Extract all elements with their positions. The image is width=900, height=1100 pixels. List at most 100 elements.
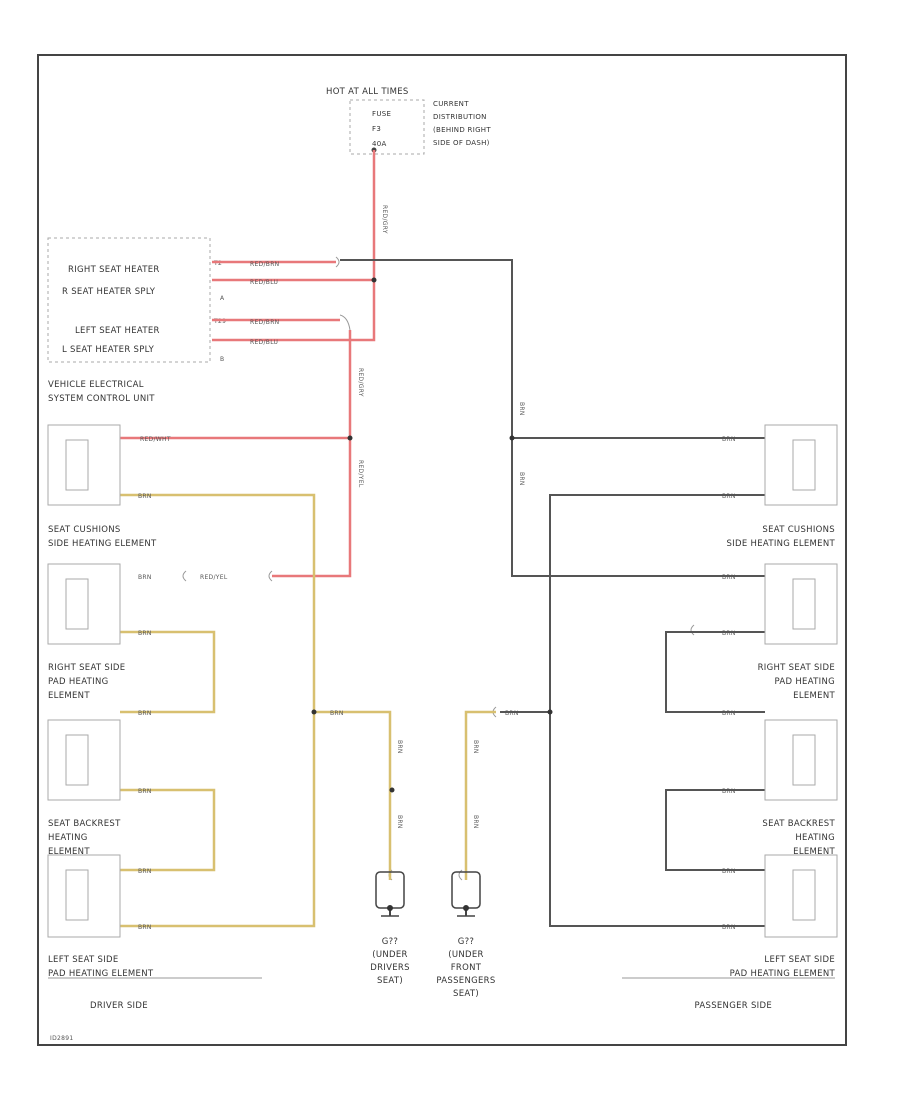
wire-label-fuse-feed: RED/GRY bbox=[381, 205, 388, 234]
wire-label-brn-6: BRN bbox=[138, 710, 152, 717]
fuse-location-line1: CURRENT bbox=[433, 100, 469, 108]
control-unit: RIGHT SEAT HEATER R SEAT HEATER SPLY LEF… bbox=[47, 237, 226, 404]
fuse-box: HOT AT ALL TIMES FUSE F3 40A CURRENT DIS… bbox=[326, 87, 491, 155]
wire-label-brn-14: BRN bbox=[472, 740, 479, 754]
wire-label-pin-a: RED/BLU bbox=[250, 279, 278, 286]
passenger-heating-element-left-side bbox=[764, 854, 838, 938]
passenger-ground-line5: SEAT) bbox=[453, 989, 479, 999]
driver-backrest-caption-line1: SEAT BACKREST bbox=[48, 819, 121, 829]
pin-id-a: A bbox=[220, 295, 225, 302]
driver-side-label: DRIVER SIDE bbox=[90, 1001, 148, 1011]
connector-marks bbox=[182, 256, 695, 881]
driver-cushion-caption-line1: SEAT CUSHIONS bbox=[48, 525, 121, 535]
driver-left-side-caption-line2: PAD HEATING ELEMENT bbox=[48, 969, 154, 979]
passenger-left-side-caption-line1: LEFT SEAT SIDE bbox=[764, 955, 835, 965]
driver-ground: G?? (UNDER DRIVERS SEAT) bbox=[370, 871, 410, 986]
pin-label-left-seat-heater: LEFT SEAT HEATER bbox=[75, 326, 160, 336]
driver-ground-line2: (UNDER bbox=[372, 950, 408, 960]
passenger-right-side-caption-line2: PAD HEATING bbox=[774, 677, 835, 687]
fuse-label: FUSE bbox=[372, 110, 391, 118]
driver-heating-element-cushion bbox=[47, 424, 121, 506]
driver-ground-line3: DRIVERS bbox=[370, 963, 410, 973]
fuse-location-line4: SIDE OF DASH) bbox=[433, 139, 490, 147]
wire-label-pin-t2: RED/BRN bbox=[250, 261, 279, 268]
wire-label-brn-21: BRN bbox=[722, 788, 736, 795]
passenger-backrest-caption-line2: HEATING bbox=[795, 833, 835, 843]
wire-label-brn-9: BRN bbox=[138, 924, 152, 931]
wire-label-brn-2: BRN bbox=[518, 472, 525, 486]
driver-right-side-caption-line1: RIGHT SEAT SIDE bbox=[48, 663, 125, 673]
passenger-cushion-caption-line2: SIDE HEATING ELEMENT bbox=[726, 539, 835, 549]
driver-ground-line4: SEAT) bbox=[377, 976, 403, 986]
driver-right-side-caption-line2: PAD HEATING bbox=[48, 677, 109, 687]
pin-label-l-seat-heater-sply: L SEAT HEATER SPLY bbox=[62, 345, 155, 355]
passenger-right-side-caption-line1: RIGHT SEAT SIDE bbox=[758, 663, 835, 673]
wire-label-brn-16: BRN bbox=[722, 436, 736, 443]
pin-label-r-seat-heater-sply: R SEAT HEATER SPLY bbox=[62, 287, 156, 297]
wire-label-red-yel-inline: RED/YEL bbox=[200, 574, 228, 581]
driver-backrest-caption-line3: ELEMENT bbox=[48, 847, 90, 857]
wire-label-brn-4: BRN bbox=[138, 574, 152, 581]
wire-label-brn-13: BRN bbox=[505, 710, 519, 717]
red-wires bbox=[120, 150, 376, 578]
wire-label-brn-3: BRN bbox=[138, 493, 152, 500]
wire-label-brn-12: BRN bbox=[396, 815, 403, 829]
wire-label-brn-20: BRN bbox=[722, 710, 736, 717]
driver-captions: SEAT CUSHIONS SIDE HEATING ELEMENT RIGHT… bbox=[48, 525, 262, 1011]
pin-id-t2: T2 bbox=[213, 260, 222, 267]
figure-id: ID2891 bbox=[50, 1035, 73, 1042]
driver-ground-id: G?? bbox=[382, 937, 399, 947]
passenger-backrest-caption-line1: SEAT BACKREST bbox=[762, 819, 835, 829]
pin-id-b: B bbox=[220, 356, 224, 363]
wire-label-pin-b: RED/BLU bbox=[250, 339, 278, 346]
passenger-cushion-caption-line1: SEAT CUSHIONS bbox=[762, 525, 835, 535]
driver-right-side-caption-line3: ELEMENT bbox=[48, 691, 90, 701]
passenger-heating-element-right-side bbox=[764, 563, 838, 645]
pin-label-right-seat-heater: RIGHT SEAT HEATER bbox=[68, 265, 160, 275]
driver-cushion-caption-line2: SIDE HEATING ELEMENT bbox=[48, 539, 157, 549]
fuse-rating: 40A bbox=[372, 140, 387, 148]
driver-heating-element-left-side bbox=[47, 854, 121, 938]
driver-heating-element-right-side bbox=[47, 563, 121, 645]
passenger-right-side-caption-line3: ELEMENT bbox=[793, 691, 835, 701]
wire-label-brn-5: BRN bbox=[138, 630, 152, 637]
driver-heating-element-backrest bbox=[47, 719, 121, 801]
passenger-ground-line3: FRONT bbox=[451, 963, 482, 973]
fuse-number: F3 bbox=[372, 125, 381, 133]
wire-label-brn-7: BRN bbox=[138, 788, 152, 795]
pin-id-t29: T29 bbox=[213, 318, 226, 325]
splice-points bbox=[311, 277, 553, 793]
wire-label-red-yel: RED/YEL bbox=[357, 460, 364, 488]
driver-left-side-caption-line1: LEFT SEAT SIDE bbox=[48, 955, 119, 965]
control-unit-caption-line1: VEHICLE ELECTRICAL bbox=[48, 380, 144, 390]
wire-label-pin-t29: RED/BRN bbox=[250, 319, 279, 326]
wire-label-brn-11: BRN bbox=[396, 740, 403, 754]
wire-label-brn-19: BRN bbox=[722, 630, 736, 637]
fuse-box-title: HOT AT ALL TIMES bbox=[326, 87, 409, 97]
fuse-location-line3: (BEHIND RIGHT bbox=[433, 126, 491, 134]
passenger-ground-line4: PASSENGERS bbox=[436, 976, 495, 986]
passenger-captions: SEAT CUSHIONS SIDE HEATING ELEMENT RIGHT… bbox=[695, 525, 836, 1011]
yellow-wires bbox=[120, 493, 496, 928]
wire-label-red-wht: RED/WHT bbox=[140, 436, 171, 443]
passenger-ground-line2: (UNDER bbox=[448, 950, 484, 960]
diagram-frame bbox=[37, 54, 847, 1046]
passenger-ground: G?? (UNDER FRONT PASSENGERS SEAT) bbox=[436, 871, 495, 999]
passenger-side-label: PASSENGER SIDE bbox=[695, 1001, 773, 1011]
passenger-backrest-caption-line3: ELEMENT bbox=[793, 847, 835, 857]
wire-labels: RED/GRY RED/BRN RED/BLU RED/BRN RED/BLU … bbox=[138, 205, 736, 931]
wire-label-brn-8: BRN bbox=[138, 868, 152, 875]
wire-label-brn-22: BRN bbox=[722, 868, 736, 875]
wire-label-red-gry-drop: RED/GRY bbox=[357, 368, 364, 397]
driver-backrest-caption-line2: HEATING bbox=[48, 833, 88, 843]
wire-label-brn-17: BRN bbox=[722, 493, 736, 500]
wire-label-brn-23: BRN bbox=[722, 924, 736, 931]
passenger-heating-element-cushion bbox=[764, 424, 838, 506]
passenger-left-side-caption-line2: PAD HEATING ELEMENT bbox=[730, 969, 836, 979]
fuse-location-line2: DISTRIBUTION bbox=[433, 113, 487, 121]
wire-label-brn-18: BRN bbox=[722, 574, 736, 581]
control-unit-caption-line2: SYSTEM CONTROL UNIT bbox=[48, 394, 155, 404]
wire-label-brn-10: BRN bbox=[330, 710, 344, 717]
passenger-heating-element-backrest bbox=[764, 719, 838, 801]
